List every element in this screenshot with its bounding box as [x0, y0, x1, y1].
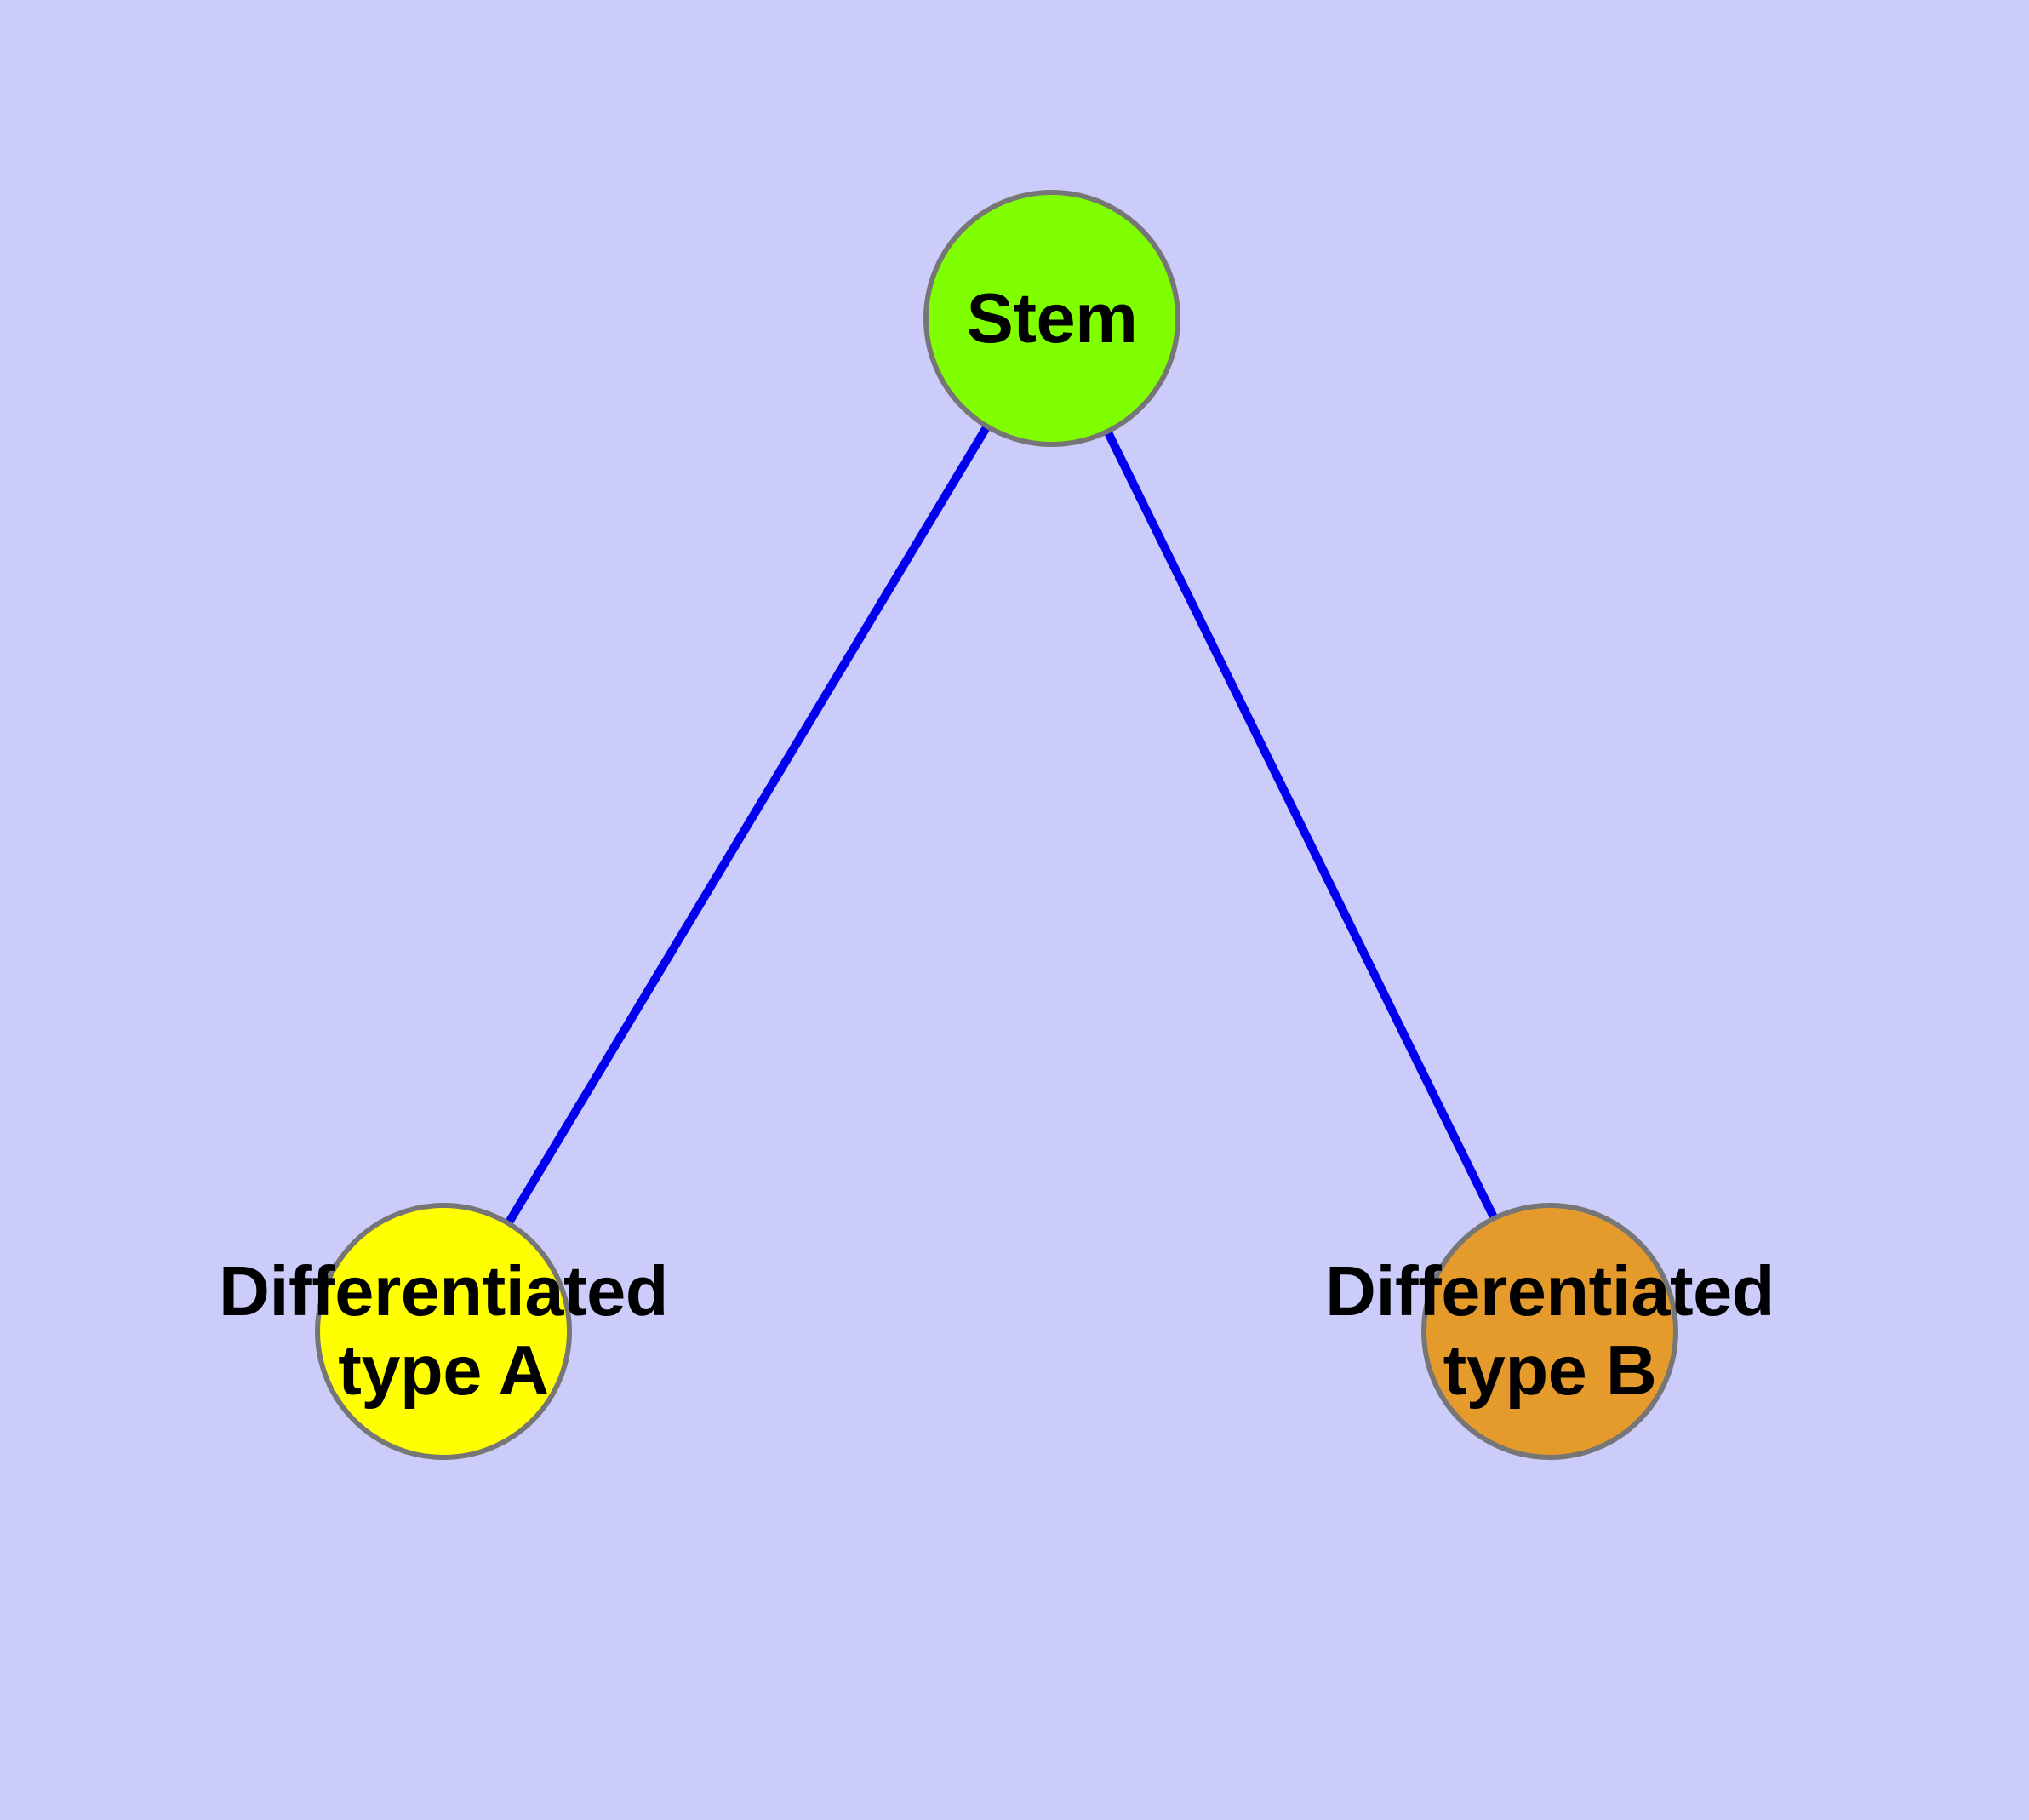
edge-stem-to-differentiated-a	[505, 425, 991, 1225]
node-differentiated-type-a[interactable]	[315, 1203, 572, 1460]
edge-stem-to-differentiated-b	[1104, 430, 1498, 1220]
node-stem[interactable]	[923, 190, 1180, 447]
node-differentiated-type-b[interactable]	[1421, 1203, 1678, 1460]
